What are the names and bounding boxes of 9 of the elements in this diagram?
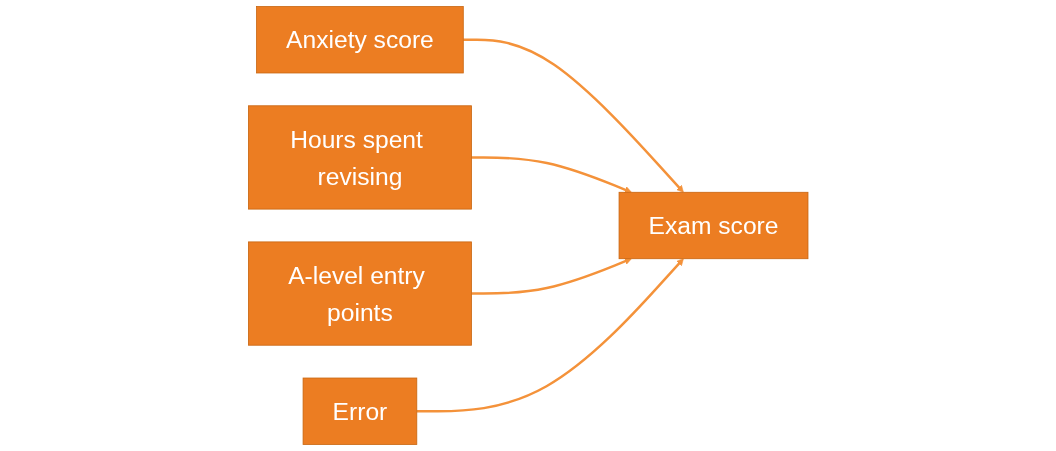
node-box: Error — [302, 377, 417, 445]
node-box: A-level entry points — [247, 241, 472, 346]
arrow — [471, 257, 632, 295]
node-box: Exam score — [618, 191, 809, 260]
arrow — [471, 156, 632, 194]
arrow — [416, 258, 684, 413]
node-box: Hours spent revising — [247, 105, 472, 210]
node-box: Anxiety score — [255, 6, 464, 74]
arrow — [463, 38, 684, 193]
